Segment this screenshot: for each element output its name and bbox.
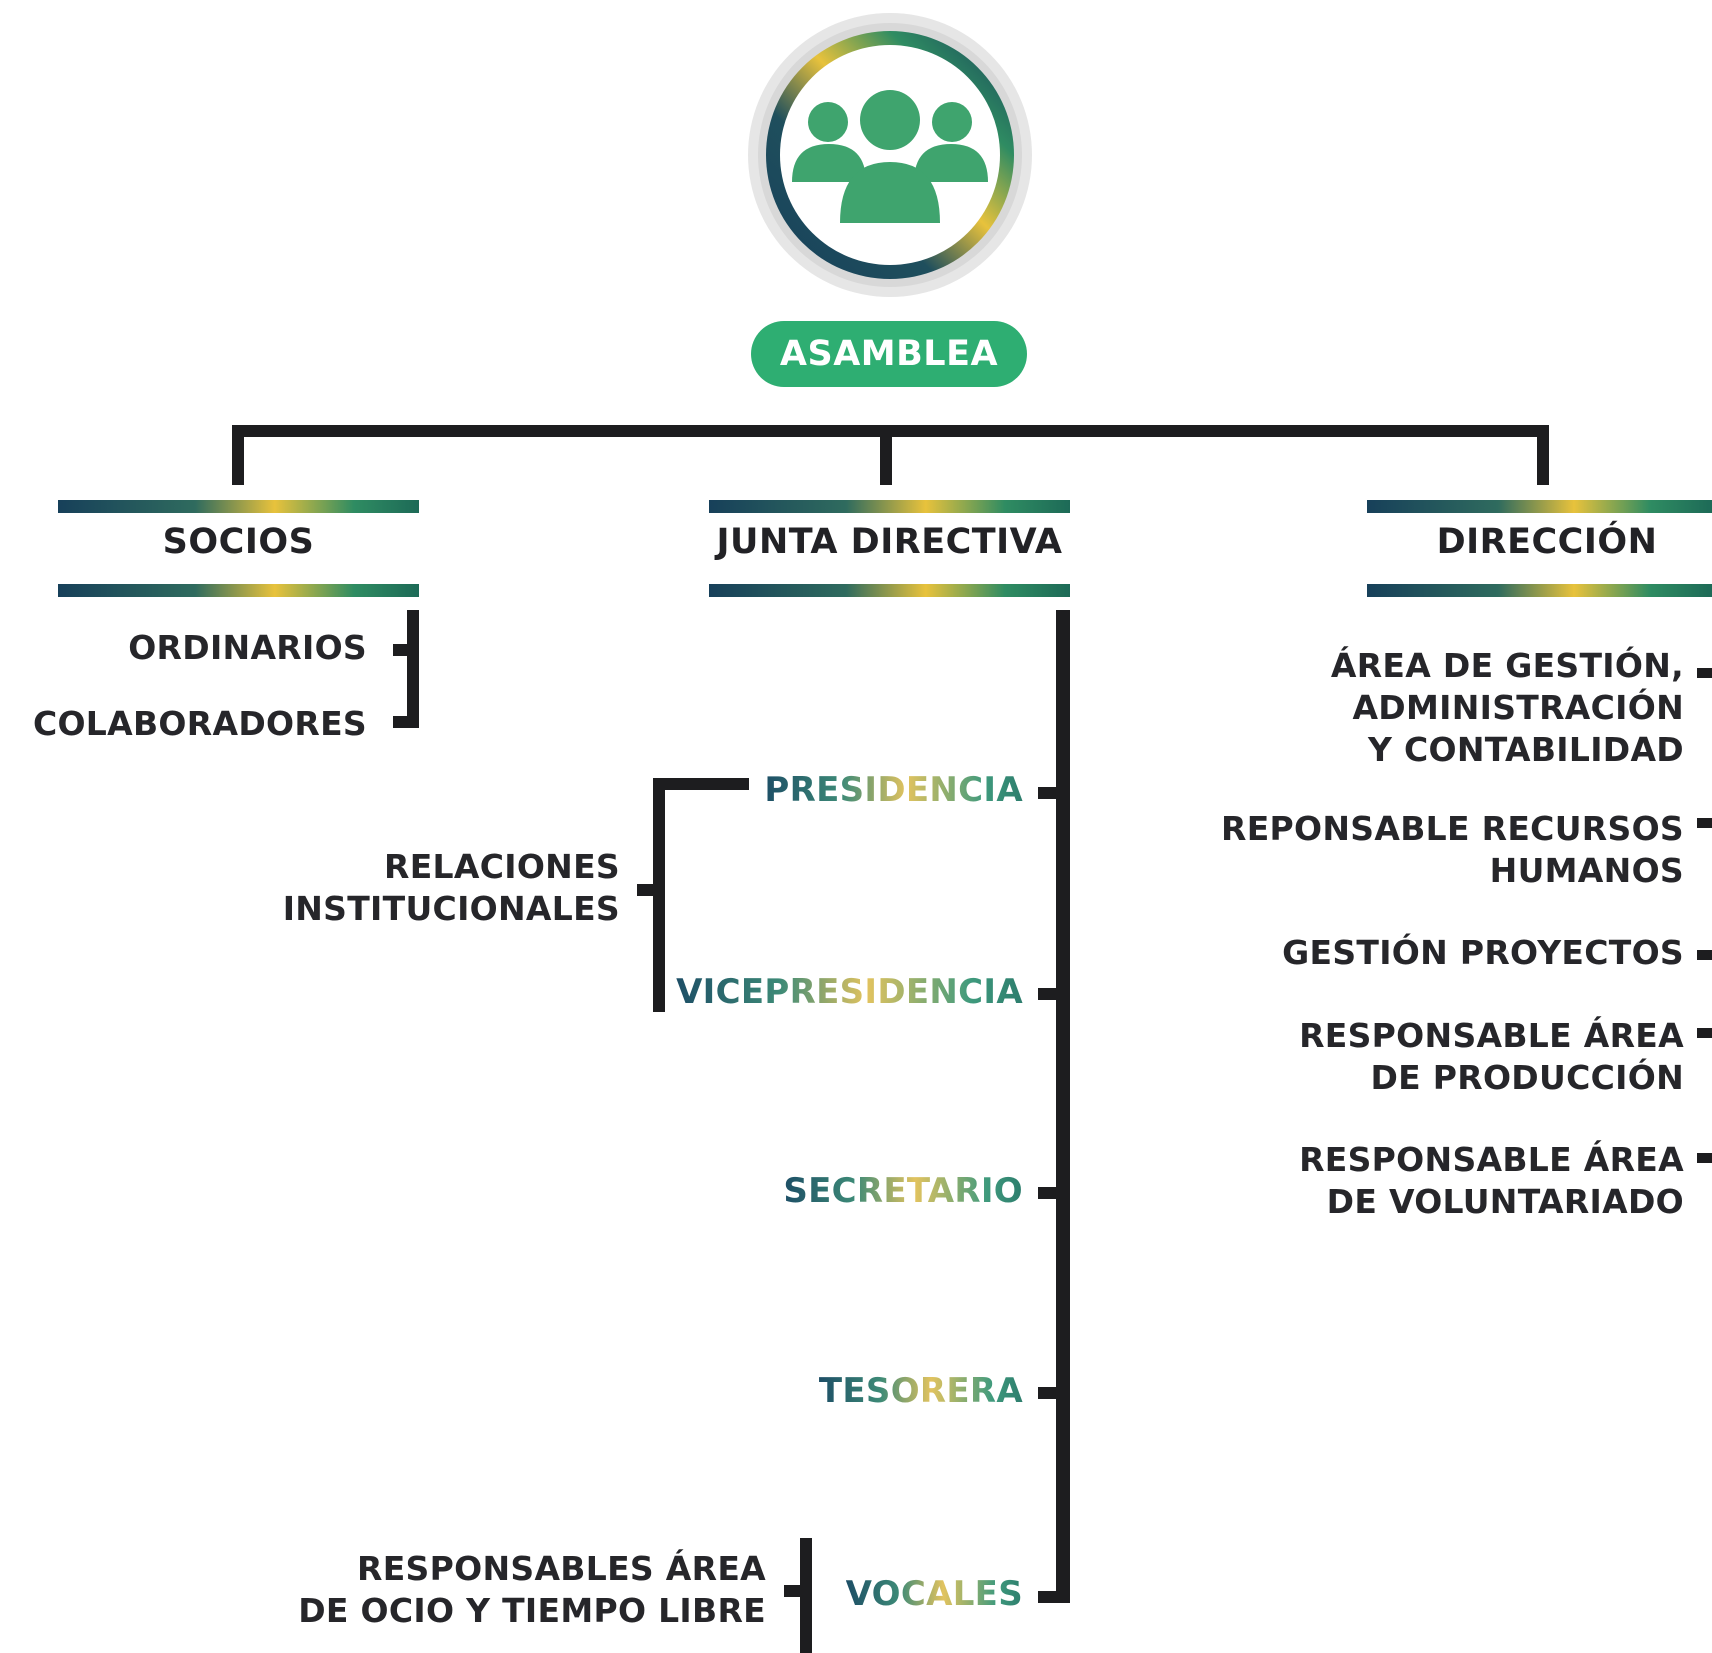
junta-item-vocales: VOCALES	[845, 1574, 1023, 1614]
socios-title: SOCIOS	[162, 522, 315, 562]
ocio-responsables: RESPONSABLES ÁREA DE OCIO Y TIEMPO LIBRE	[298, 1549, 766, 1630]
socios-bottom-rule	[58, 584, 419, 597]
tick-ordinarios	[393, 644, 413, 656]
tick-ocio	[784, 1585, 804, 1597]
socios-item-ordinarios: ORDINARIOS	[128, 628, 367, 667]
tick-voluntariado	[1697, 1153, 1712, 1163]
junta-spine	[1056, 610, 1070, 1603]
direccion-item-proyectos: GESTIÓN PROYECTOS	[1282, 933, 1684, 972]
tick-proyectos	[1697, 950, 1712, 960]
direccion-top-rule	[1367, 500, 1712, 513]
junta-item-tesorera: TESORERA	[818, 1371, 1023, 1411]
direccion-item-gestion: ÁREA DE GESTIÓN, ADMINISTRACIÓN Y CONTAB…	[1330, 646, 1684, 769]
direccion-item-rrhh: REPONSABLE RECURSOS HUMANOS	[1221, 809, 1684, 890]
tick-relaciones	[637, 884, 657, 896]
drop-junta	[880, 425, 892, 485]
relaciones-institucionales: RELACIONES INSTITUCIONALES	[282, 847, 620, 928]
drop-direccion	[1537, 425, 1549, 485]
tick-vicepresidencia	[1038, 988, 1060, 1000]
tick-gestion-admin	[1697, 668, 1712, 678]
junta-title: JUNTA DIRECTIVA	[716, 522, 1063, 562]
direccion-bottom-rule	[1367, 584, 1712, 597]
junta-top-rule	[709, 500, 1070, 513]
direccion-item-produccion: RESPONSABLE ÁREA DE PRODUCCIÓN	[1299, 1016, 1684, 1097]
junta-item-vicepresidencia: VICEPRESIDENCIA	[676, 972, 1023, 1012]
ocio-bracket	[800, 1538, 812, 1653]
relaciones-bracket	[653, 778, 665, 1012]
tick-presidencia	[1038, 787, 1060, 799]
direccion-item-voluntariado: RESPONSABLE ÁREA DE VOLUNTARIADO	[1299, 1140, 1684, 1221]
tick-secretario	[1038, 1187, 1060, 1199]
relaciones-bracket-top	[653, 778, 749, 790]
drop-socios	[232, 425, 244, 485]
tick-colaboradores	[393, 716, 413, 728]
junta-bottom-rule	[709, 584, 1070, 597]
socios-top-rule	[58, 500, 419, 513]
tick-rrhh	[1697, 818, 1712, 828]
junta-item-presidencia: PRESIDENCIA	[764, 770, 1023, 810]
direccion-title: DIRECCIÓN	[1436, 522, 1658, 562]
junta-item-secretario: SECRETARIO	[783, 1171, 1023, 1211]
socios-bracket	[407, 610, 419, 728]
socios-item-colaboradores: COLABORADORES	[32, 704, 367, 743]
asamblea-pill: ASAMBLEA	[751, 321, 1027, 387]
tick-tesorera	[1038, 1387, 1060, 1399]
tick-produccion	[1697, 1028, 1712, 1038]
group-icon	[745, 10, 1035, 300]
tick-vocales	[1038, 1591, 1060, 1603]
